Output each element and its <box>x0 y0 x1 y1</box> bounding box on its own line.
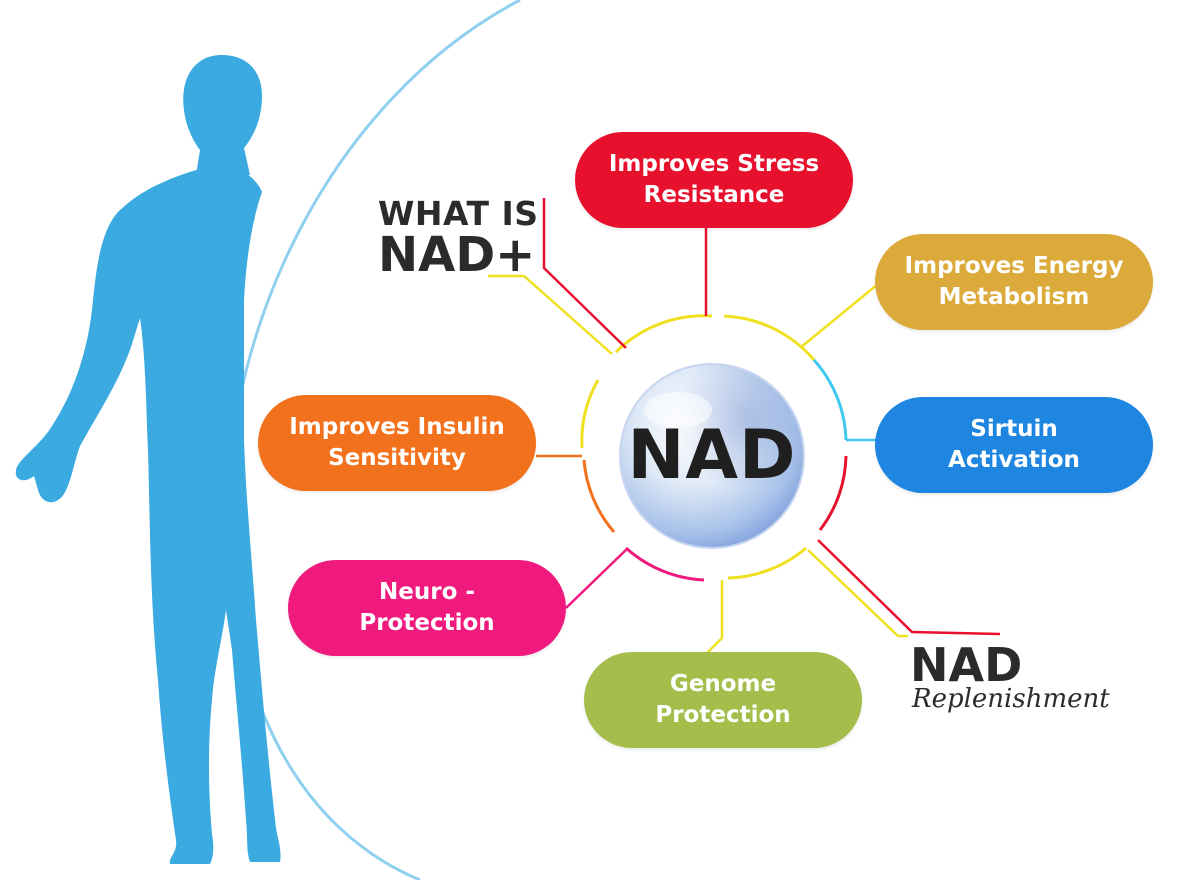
replenishment-word: Replenishment <box>912 684 1110 714</box>
benefit-energy-metabolism: Improves Energy Metabolism <box>875 234 1153 330</box>
benefit-label: Improves Insulin Sensitivity <box>289 414 505 471</box>
ring-segments <box>580 314 848 582</box>
benefit-insulin-sensitivity: Improves Insulin Sensitivity <box>258 395 536 491</box>
benefit-label: Sirtuin Activation <box>948 416 1080 473</box>
nad-sphere <box>619 363 805 549</box>
benefit-sirtuin-activation: Sirtuin Activation <box>875 397 1153 493</box>
connector-lines <box>488 198 1001 655</box>
center-nad-label: NAD <box>627 416 797 495</box>
benefit-label: Neuro - Protection <box>359 579 495 636</box>
benefit-neuro-protection: Neuro - Protection <box>288 560 566 656</box>
benefit-genome-protection: Genome Protection <box>584 652 862 748</box>
replenishment-nad: NAD <box>910 638 1023 692</box>
benefit-stress-resistance: Improves Stress Resistance <box>575 132 853 228</box>
heading-nad-plus: NAD+ <box>378 227 536 283</box>
human-silhouette <box>15 55 281 864</box>
benefit-label: Improves Stress Resistance <box>608 151 820 208</box>
benefit-label: Genome Protection <box>655 671 791 728</box>
benefit-label: Improves Energy Metabolism <box>904 253 1124 310</box>
heading-what-is: WHAT IS <box>378 194 539 233</box>
